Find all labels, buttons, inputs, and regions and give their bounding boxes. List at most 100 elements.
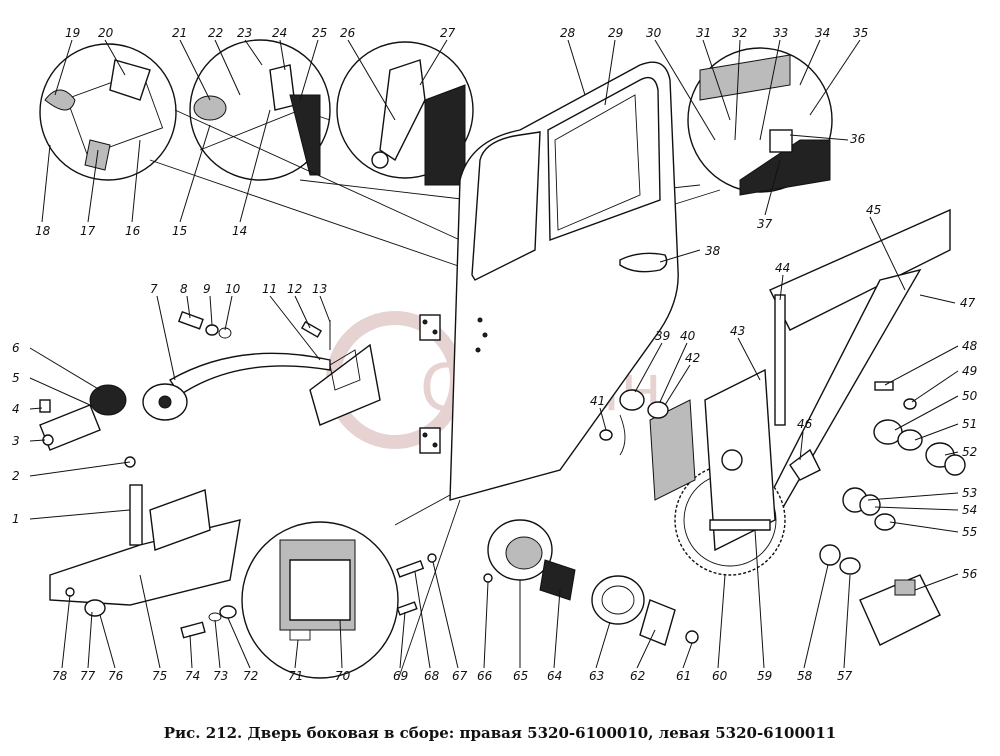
callout-48: 48 <box>962 339 978 353</box>
callout-34: 34 <box>815 26 830 40</box>
detail-circle-handle <box>336 41 474 186</box>
callout-72: 72 <box>243 669 258 683</box>
callout-leaders <box>29 39 959 669</box>
callout-54: 54 <box>962 503 977 517</box>
callout-24: 24 <box>272 26 287 40</box>
detail-circle-hinge-top <box>39 43 177 181</box>
callout-10: 10 <box>225 282 241 296</box>
callout-49: 49 <box>962 364 977 378</box>
callout-25: 25 <box>312 26 327 40</box>
callout-40: 40 <box>680 329 696 343</box>
callout-2: 2 <box>12 469 20 483</box>
bolts-lower-left <box>84 553 493 639</box>
callout-63: 63 <box>589 669 604 683</box>
callout-23: 23 <box>237 26 252 40</box>
callout-56: 56 <box>962 567 978 581</box>
callout-30: 30 <box>646 26 662 40</box>
callout-66: 66 <box>477 669 493 683</box>
callout-58: 58 <box>797 669 813 683</box>
callout-7: 7 <box>150 282 158 296</box>
callout-4: 4 <box>12 402 20 416</box>
callout-31: 31 <box>696 26 711 40</box>
callout-16: 16 <box>125 224 141 238</box>
callout-73: 73 <box>213 669 228 683</box>
callout-6: 6 <box>12 341 20 355</box>
callout-57: 57 <box>837 669 853 683</box>
glass-clip <box>859 574 941 646</box>
callout-22: 22 <box>208 26 223 40</box>
detail-circle-lock-lower <box>241 521 399 679</box>
callout-69: 69 <box>393 669 408 683</box>
lower-hinge <box>49 456 241 606</box>
callout-labels: 19 20 21 22 23 24 25 26 27 28 29 30 31 3… <box>12 26 978 683</box>
callout-59: 59 <box>757 669 772 683</box>
callout-75: 75 <box>152 669 167 683</box>
callout-51: 51 <box>962 417 977 431</box>
callout-65: 65 <box>513 669 528 683</box>
callout-44: 44 <box>775 261 790 275</box>
callout-9: 9 <box>203 282 211 296</box>
callout-50: 50 <box>962 389 978 403</box>
callout-52: 52 <box>962 445 977 459</box>
window-regulator <box>649 208 951 576</box>
callout-53: 53 <box>962 486 977 500</box>
callout-3: 3 <box>12 434 20 448</box>
callout-26: 26 <box>340 26 356 40</box>
bolt-set-12-13 <box>300 320 331 350</box>
callout-20: 20 <box>98 26 114 40</box>
callout-8: 8 <box>180 282 188 296</box>
callout-70: 70 <box>335 669 351 683</box>
callout-35: 35 <box>853 26 868 40</box>
door-check-strap <box>142 352 331 421</box>
callout-71: 71 <box>288 669 303 683</box>
callout-13: 13 <box>312 282 327 296</box>
callout-67: 67 <box>452 669 468 683</box>
callout-55: 55 <box>962 525 977 539</box>
callout-62: 62 <box>630 669 645 683</box>
spring-roller-set <box>819 381 966 575</box>
callout-27: 27 <box>440 26 456 40</box>
callout-12: 12 <box>287 282 302 296</box>
callout-68: 68 <box>424 669 440 683</box>
callout-61: 61 <box>676 669 691 683</box>
callout-32: 32 <box>732 26 747 40</box>
callout-38: 38 <box>705 244 721 258</box>
callout-77: 77 <box>80 669 96 683</box>
callout-14: 14 <box>232 224 247 238</box>
detail-circle-lock-rod <box>189 39 331 181</box>
callout-11: 11 <box>262 282 277 296</box>
buffer-assembly <box>39 384 127 451</box>
callout-28: 28 <box>560 26 576 40</box>
callout-41: 41 <box>590 394 605 408</box>
callout-78: 78 <box>52 669 68 683</box>
callout-33: 33 <box>773 26 788 40</box>
callout-64: 64 <box>547 669 562 683</box>
callout-60: 60 <box>712 669 728 683</box>
callout-46: 46 <box>797 417 813 431</box>
callout-39: 39 <box>655 329 670 343</box>
callout-37: 37 <box>757 217 773 231</box>
callout-5: 5 <box>12 371 20 385</box>
callout-18: 18 <box>35 224 51 238</box>
callout-47: 47 <box>960 296 976 310</box>
bolt-set-upper <box>177 310 232 339</box>
callout-15: 15 <box>172 224 187 238</box>
door-panel <box>449 61 679 501</box>
check-bracket <box>309 343 381 426</box>
callout-42: 42 <box>685 351 700 365</box>
callout-36: 36 <box>850 132 866 146</box>
callout-21: 21 <box>172 26 187 40</box>
callout-19: 19 <box>65 26 80 40</box>
callout-17: 17 <box>80 224 96 238</box>
callout-74: 74 <box>185 669 200 683</box>
figure-caption: Рис. 212. Дверь боковая в сборе: правая … <box>163 724 837 742</box>
callout-29: 29 <box>608 26 623 40</box>
hinge-lower <box>419 427 441 454</box>
detail-circle-glass-channel <box>687 47 833 196</box>
callout-1: 1 <box>12 512 20 526</box>
hinge-upper <box>419 314 441 341</box>
callout-43: 43 <box>730 324 745 338</box>
callout-76: 76 <box>108 669 124 683</box>
handle-mechanism <box>487 519 699 646</box>
